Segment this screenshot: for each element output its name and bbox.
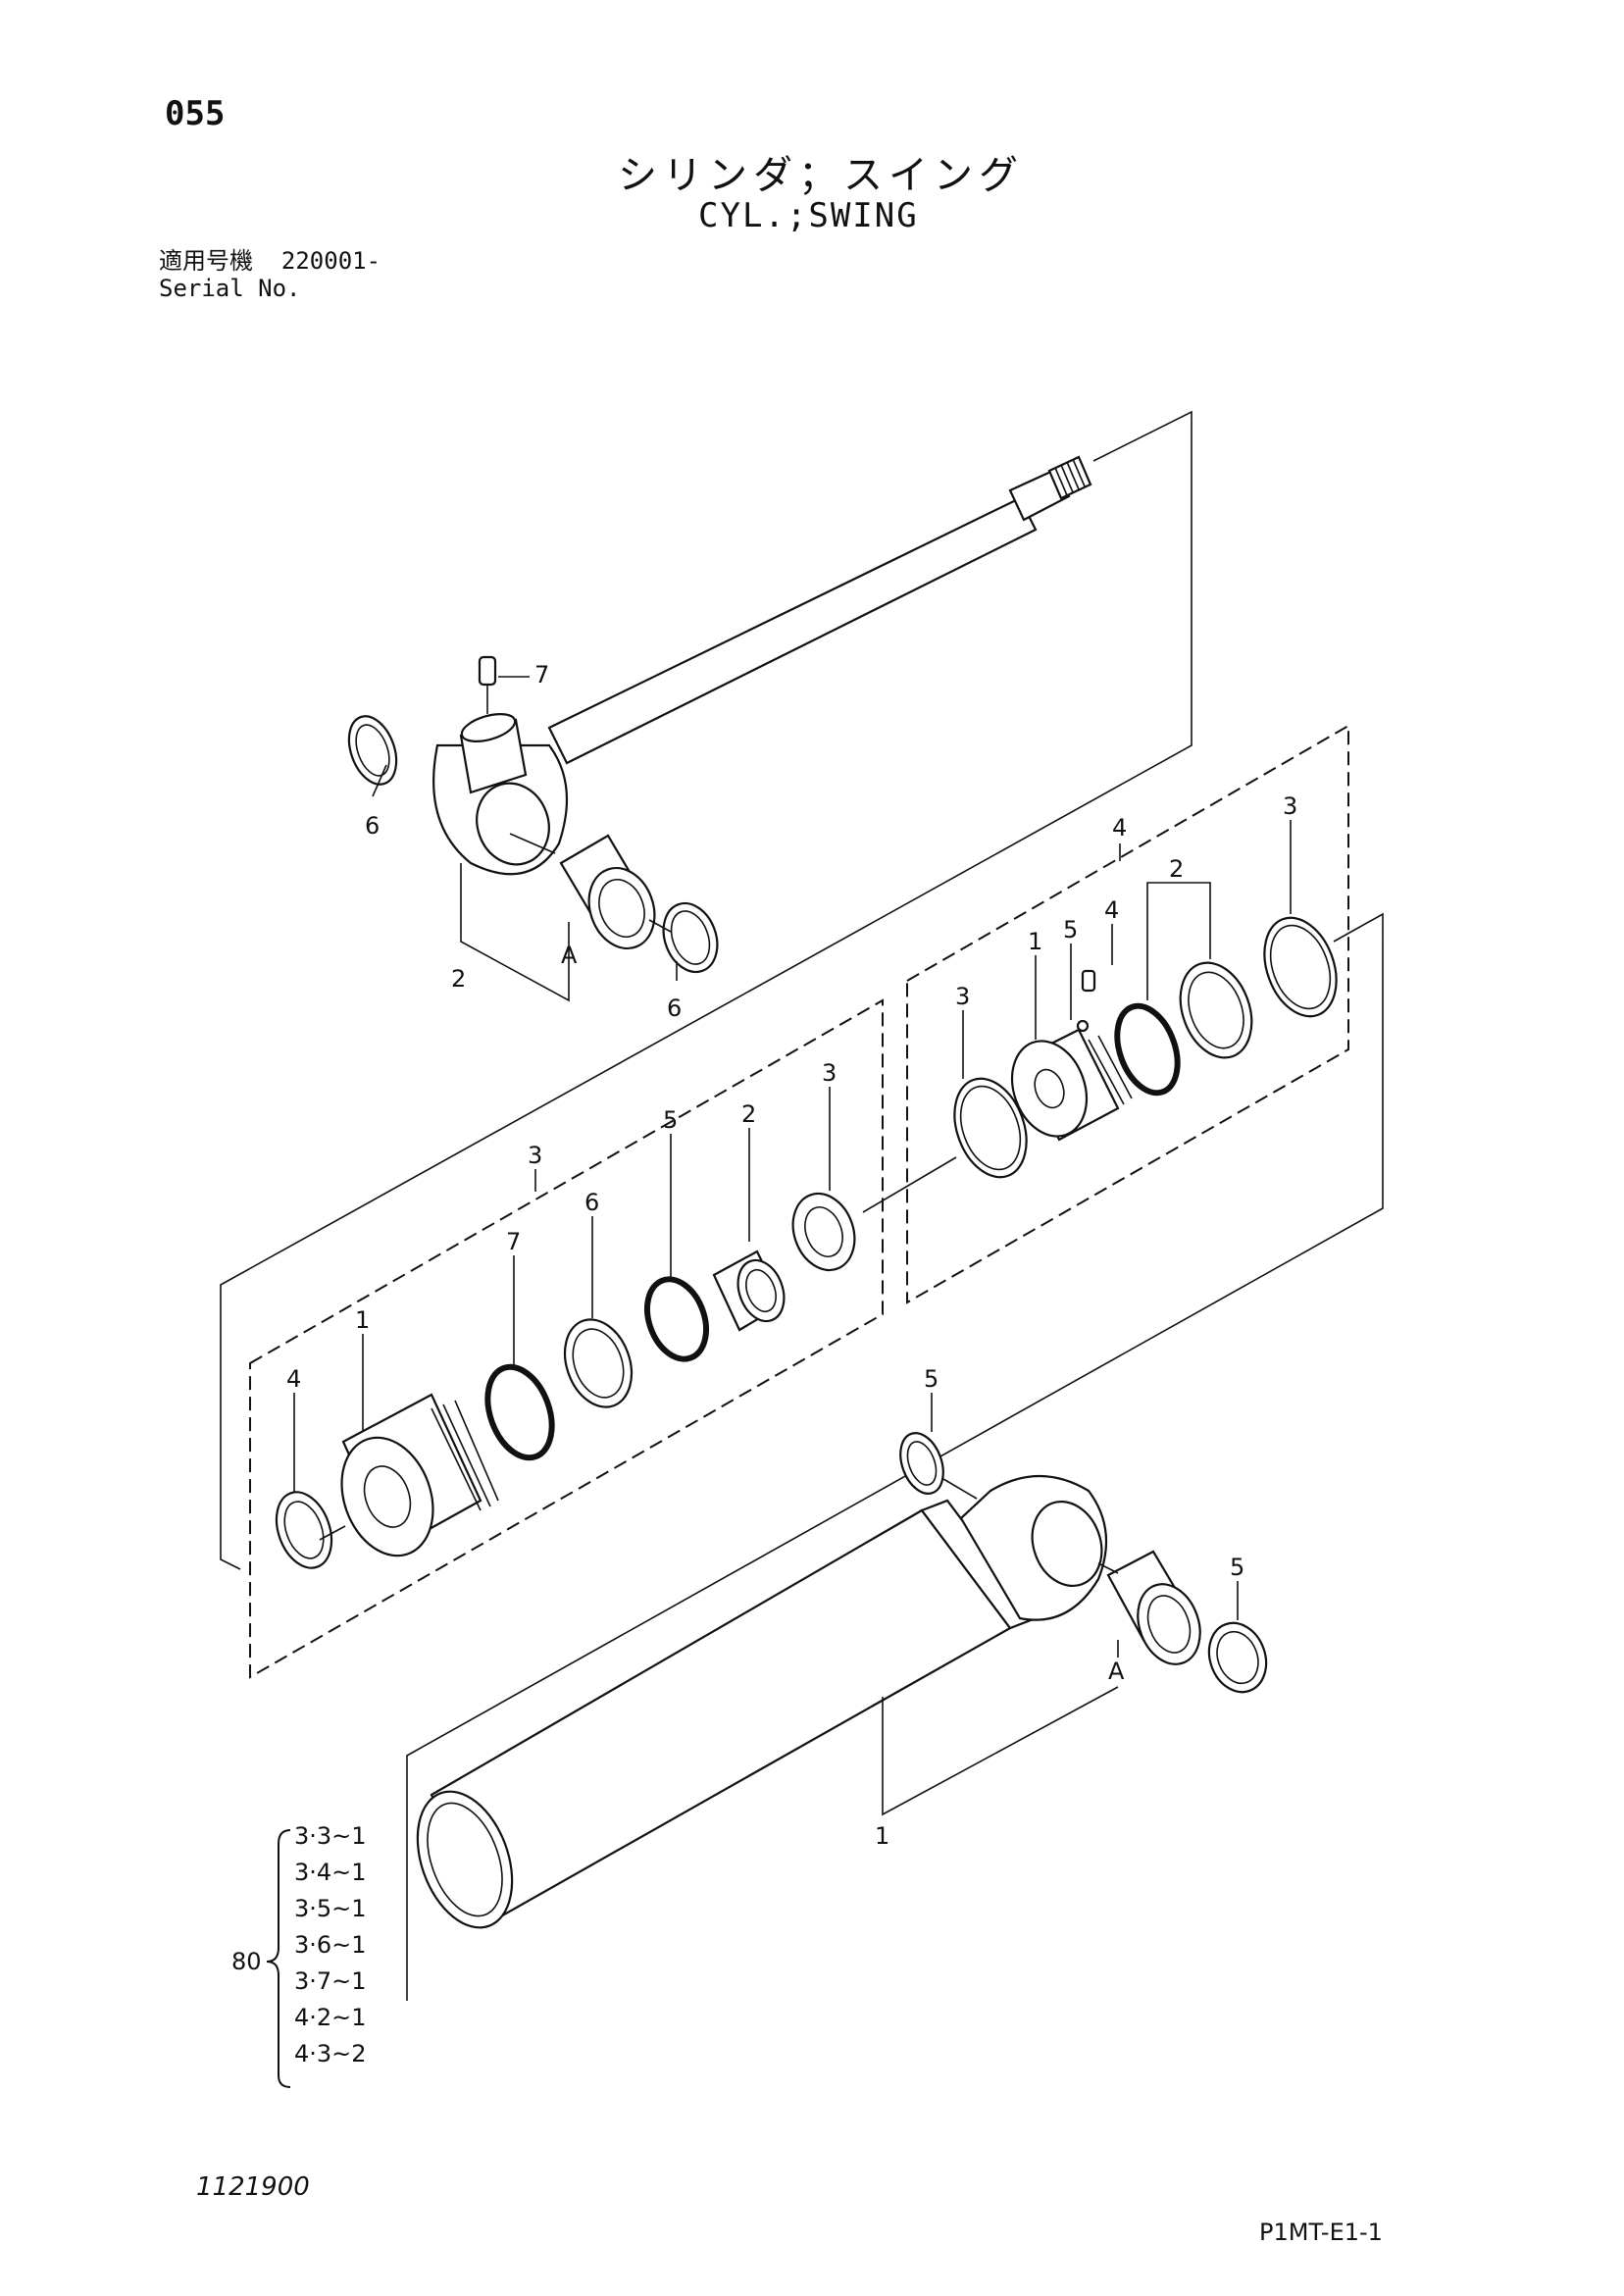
callout-steel-ball: 5 xyxy=(1063,916,1078,944)
serial-info: 適用号機 220001- Serial No. xyxy=(159,247,381,302)
callout-piston-wear-ring: 3 xyxy=(955,983,970,1010)
serial-label-jp: 適用号機 xyxy=(159,247,253,275)
document-code: 1121900 xyxy=(196,2172,310,2202)
callout-head-bushing: 2 xyxy=(741,1100,756,1128)
callout-rod-bushing: 2 xyxy=(451,965,466,993)
callout-rod-seal-top: 6 xyxy=(365,812,380,840)
callout-tube-assembly-ref: A xyxy=(1108,1658,1125,1685)
tube-end-seal-right xyxy=(1207,1621,1268,1694)
slide-ring xyxy=(1114,1002,1181,1097)
callout-tube-seal-right: 5 xyxy=(1230,1554,1244,1581)
buffer-ring xyxy=(791,1192,856,1272)
o-ring xyxy=(484,1363,555,1461)
kit-ref: 4·3~2 xyxy=(294,2040,367,2067)
callout-slide-seal-ring: 2 xyxy=(1169,855,1184,883)
title-japanese: シリンダ；スイング xyxy=(618,153,1024,198)
rod-seal xyxy=(644,1276,709,1362)
callout-rod-seal-bottom: 6 xyxy=(667,995,682,1022)
rod-end-bushing xyxy=(559,834,656,950)
piston-group-box xyxy=(906,724,1349,1304)
callout-set-screw: 4 xyxy=(1104,896,1119,924)
title-english: CYL.;SWING xyxy=(698,196,919,235)
dust-seal xyxy=(275,1491,333,1569)
kit-ref: 3·3~1 xyxy=(294,1822,367,1850)
serial-label-en: Serial No. xyxy=(159,275,301,302)
callout-rod-seal: 5 xyxy=(663,1106,678,1134)
callout-buffer-ring: 3 xyxy=(822,1059,837,1087)
backup-ring xyxy=(563,1318,634,1408)
kit-refs: 3·3~1 3·4~1 3·5~1 3·6~1 3·7~1 4·2~1 4·3~… xyxy=(294,1818,367,2072)
cylinder-head xyxy=(340,1393,499,1557)
piston-ring xyxy=(1263,916,1338,1018)
seal-ring xyxy=(1179,961,1253,1059)
callout-piston: 1 xyxy=(1028,928,1042,955)
page-number: 055 xyxy=(165,94,226,133)
callout-piston-ring: 3 xyxy=(1283,792,1297,820)
tube-end-seal-top xyxy=(899,1432,944,1495)
kit-ref: 3·7~1 xyxy=(294,1967,367,1995)
callout-tube-seal-top: 5 xyxy=(924,1365,939,1393)
callout-o-ring: 7 xyxy=(506,1228,521,1255)
kit-brace xyxy=(266,1829,291,2088)
serial-value: 220001- xyxy=(280,247,381,275)
kit-ref: 3·5~1 xyxy=(294,1895,367,1922)
tube-end-bushing xyxy=(1106,1550,1201,1665)
set-screw xyxy=(1081,969,1096,993)
kit-ref: 4·2~1 xyxy=(294,2004,367,2031)
callout-piston-group: 4 xyxy=(1112,814,1127,842)
callout-backup-ring: 6 xyxy=(584,1189,599,1216)
callout-rod-assembly-ref: A xyxy=(561,942,578,969)
piston xyxy=(1010,1028,1133,1142)
callout-head: 1 xyxy=(355,1306,370,1334)
callout-tube: 1 xyxy=(875,1822,889,1850)
kit-ref: 3·6~1 xyxy=(294,1931,367,1959)
head-group-box xyxy=(249,998,884,1679)
callout-dust-seal: 4 xyxy=(286,1365,301,1393)
callout-rod-grease-fitting: 7 xyxy=(534,661,549,689)
rod-end-seal-top xyxy=(347,715,398,786)
kit-ref: 3·4~1 xyxy=(294,1859,367,1886)
head-bushing xyxy=(712,1250,786,1332)
callout-head-group: 3 xyxy=(528,1142,542,1169)
cylinder-tube xyxy=(416,1475,1108,1929)
grease-fitting xyxy=(478,655,530,714)
steel-ball xyxy=(1076,1019,1090,1033)
piston-rod xyxy=(432,455,1092,876)
reference-code: P1MT-E1-1 xyxy=(1259,2219,1383,2246)
kit-number: 80 xyxy=(231,1948,262,1975)
rod-end-seal-bottom xyxy=(662,901,719,974)
